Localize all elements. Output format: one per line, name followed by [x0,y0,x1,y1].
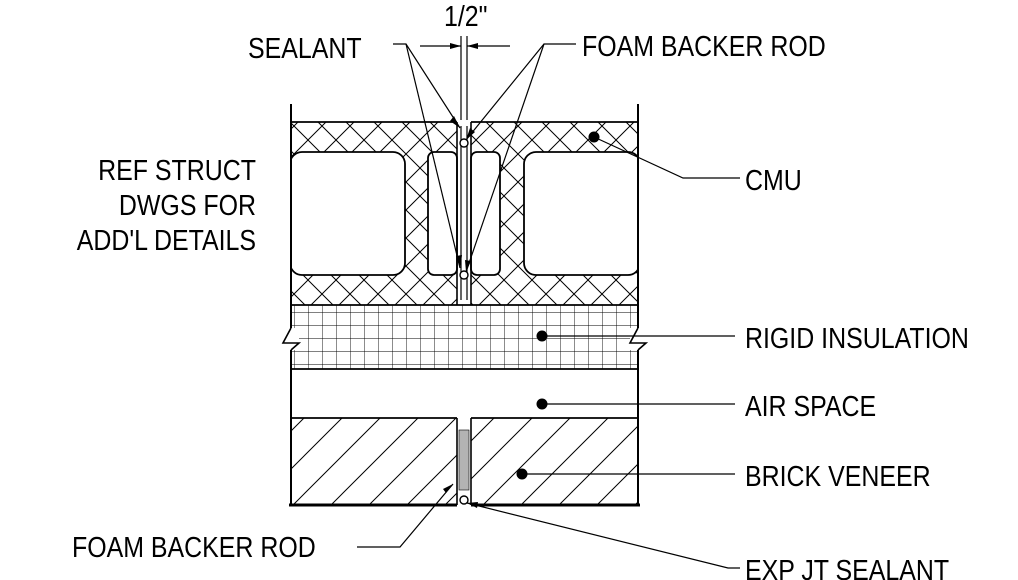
arrowhead-icon [467,502,478,508]
brick-backer-rod-icon [459,495,469,505]
arrowhead-icon [466,128,475,140]
backer-rod-top-icon [459,138,469,148]
dimension-label: 1/2" [444,0,488,32]
leader-dot-icon [588,131,600,143]
label-cmu: CMU [745,164,802,196]
label-foam-backer-rod-bottom: FOAM BACKER ROD [72,531,316,563]
label-ref-note-line-3: ADD'L DETAILS [77,224,256,256]
rigid-insulation-layer [281,304,649,370]
brick-right [471,418,638,505]
cmu-core-left [289,151,406,276]
label-exp-jt-sealant: EXP JT SEALANT [745,554,949,580]
label-rigid-insulation: RIGID INSULATION [745,322,969,354]
label-ref-note-line-1: REF STRUCT [98,154,256,186]
cmu-core-mid-left [427,151,458,276]
arrowhead-icon [465,260,471,272]
exp-joint-sealant-fill [458,429,470,491]
leader-dot-icon [536,398,548,410]
cmu-core-right [523,151,641,276]
arrowhead-icon [443,484,453,493]
leader-lines [357,43,740,569]
cmu-layer [286,121,643,305]
leader-dot-icon [516,468,528,480]
backer-rod-bottom-icon [459,270,469,280]
brick-left [291,418,457,505]
label-ref-note-line-2: DWGS FOR [119,189,256,221]
leader-dot-icon [536,330,548,342]
brick-veneer-layer [289,418,640,507]
arrowhead-icon [456,255,462,268]
label-sealant: SEALANT [248,32,362,64]
arrowhead-icon [450,116,460,128]
break-line-left [281,327,302,351]
label-foam-backer-rod-top: FOAM BACKER ROD [582,30,826,62]
leader-terminators [443,116,600,508]
label-brick-veneer: BRICK VENEER [745,460,931,492]
dimension-half-inch [420,36,510,120]
cmu-joint [459,126,469,300]
label-air-space: AIR SPACE [745,390,876,422]
